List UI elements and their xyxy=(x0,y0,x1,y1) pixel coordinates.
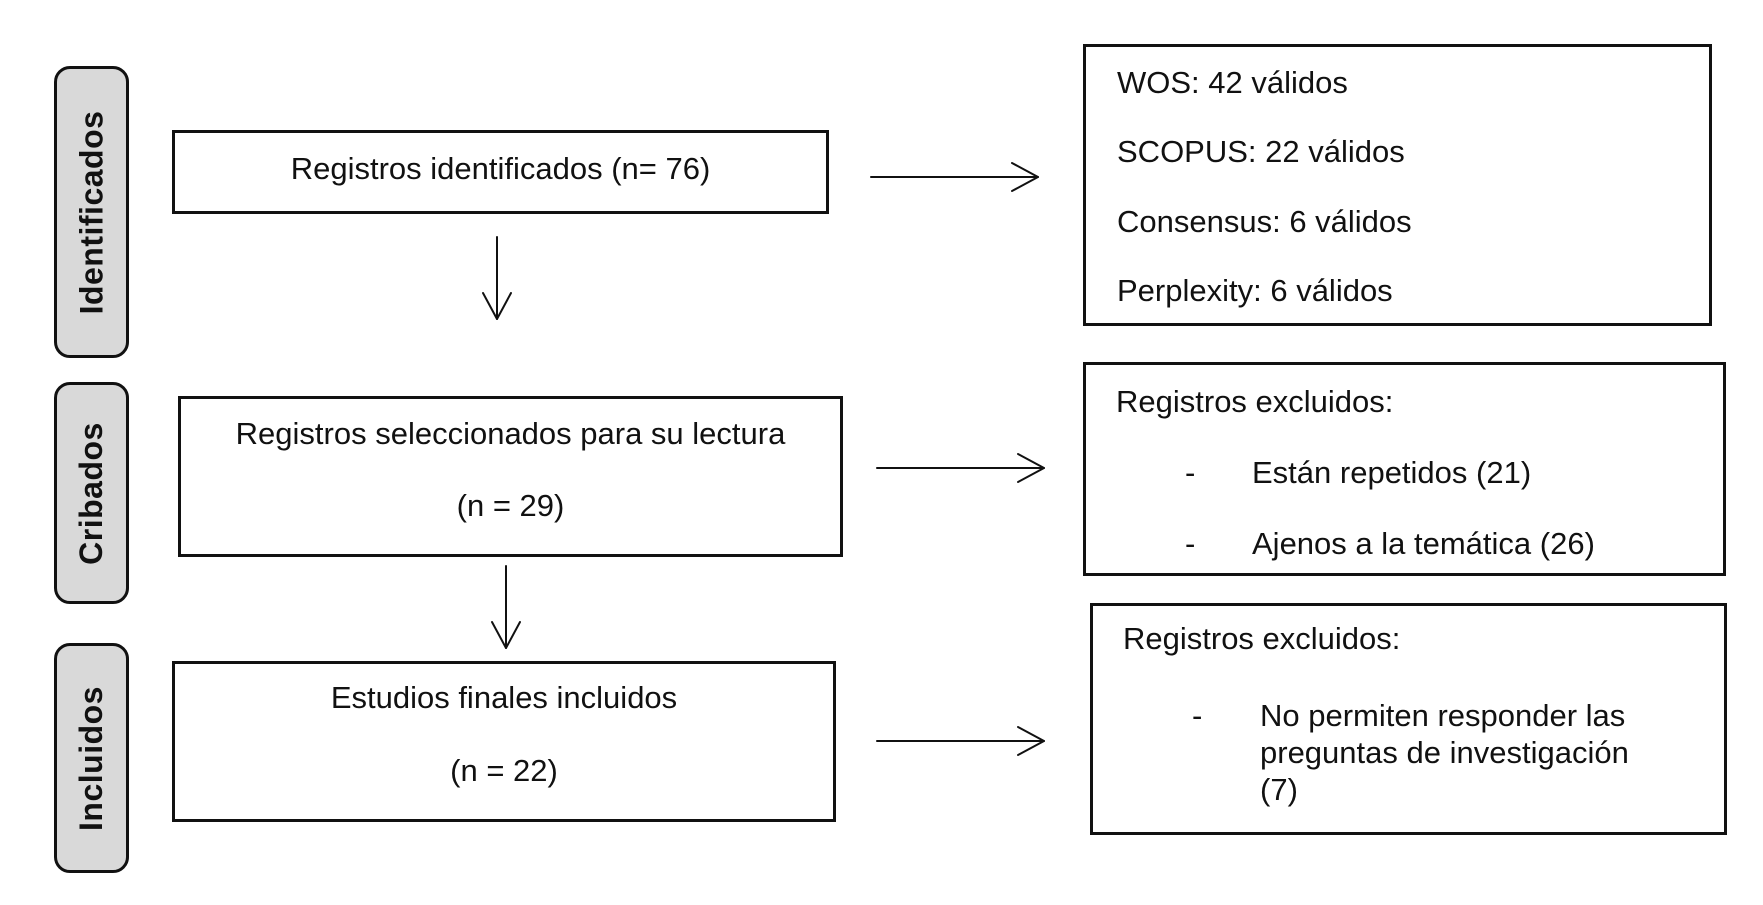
identified-records-text: Registros identificados (n= 76) xyxy=(290,151,711,186)
excluded-final-item-line1: No permiten responder las xyxy=(1260,698,1626,733)
screened-records-box: Registros seleccionados para su lectura … xyxy=(178,396,843,557)
stage-label-identified-text: Identificados xyxy=(73,110,110,314)
included-studies-line1: Estudios finales incluidos xyxy=(330,680,678,715)
excluded-final-box: Registros excluidos: - No permiten respo… xyxy=(1090,603,1727,835)
screened-records-line1: Registros seleccionados para su lectura xyxy=(235,416,786,451)
source-perplexity: Perplexity: 6 válidos xyxy=(1117,273,1393,308)
stage-label-screened: Cribados xyxy=(54,382,129,604)
arrow-right-included-to-excluded xyxy=(876,726,1045,756)
arrow-right-screened-to-excluded xyxy=(876,453,1045,483)
excluded-screening-bullet-1: - xyxy=(1185,455,1196,490)
excluded-screening-item-1: Están repetidos (21) xyxy=(1252,455,1532,490)
excluded-final-item-line3: (7) xyxy=(1260,772,1298,807)
included-studies-box: Estudios finales incluidos (n = 22) xyxy=(172,661,836,822)
source-consensus: Consensus: 6 válidos xyxy=(1117,204,1412,239)
stage-label-included-text: Incluidos xyxy=(73,685,110,831)
source-scopus: SCOPUS: 22 válidos xyxy=(1117,134,1405,169)
stage-label-included: Incluidos xyxy=(54,643,129,873)
sources-box: WOS: 42 válidos SCOPUS: 22 válidos Conse… xyxy=(1083,44,1712,326)
excluded-screening-bullet-2: - xyxy=(1185,526,1196,561)
arrow-down-identified-to-screened xyxy=(482,236,512,320)
arrow-down-screened-to-included xyxy=(491,565,521,649)
excluded-screening-title: Registros excluidos: xyxy=(1116,384,1394,419)
included-studies-count: (n = 22) xyxy=(450,753,558,788)
excluded-final-item-line2: preguntas de investigación xyxy=(1260,735,1629,770)
source-wos: WOS: 42 válidos xyxy=(1117,65,1348,100)
excluded-final-bullet: - xyxy=(1192,698,1203,733)
screened-records-count: (n = 29) xyxy=(456,488,565,523)
identified-records-box: Registros identificados (n= 76) xyxy=(172,130,829,214)
stage-label-identified: Identificados xyxy=(54,66,129,358)
arrow-right-identified-to-sources xyxy=(870,162,1039,192)
excluded-screening-item-2: Ajenos a la temática (26) xyxy=(1252,526,1595,561)
excluded-screening-box: Registros excluidos: - Están repetidos (… xyxy=(1083,362,1726,576)
excluded-final-title: Registros excluidos: xyxy=(1123,621,1401,656)
stage-label-screened-text: Cribados xyxy=(73,421,109,565)
